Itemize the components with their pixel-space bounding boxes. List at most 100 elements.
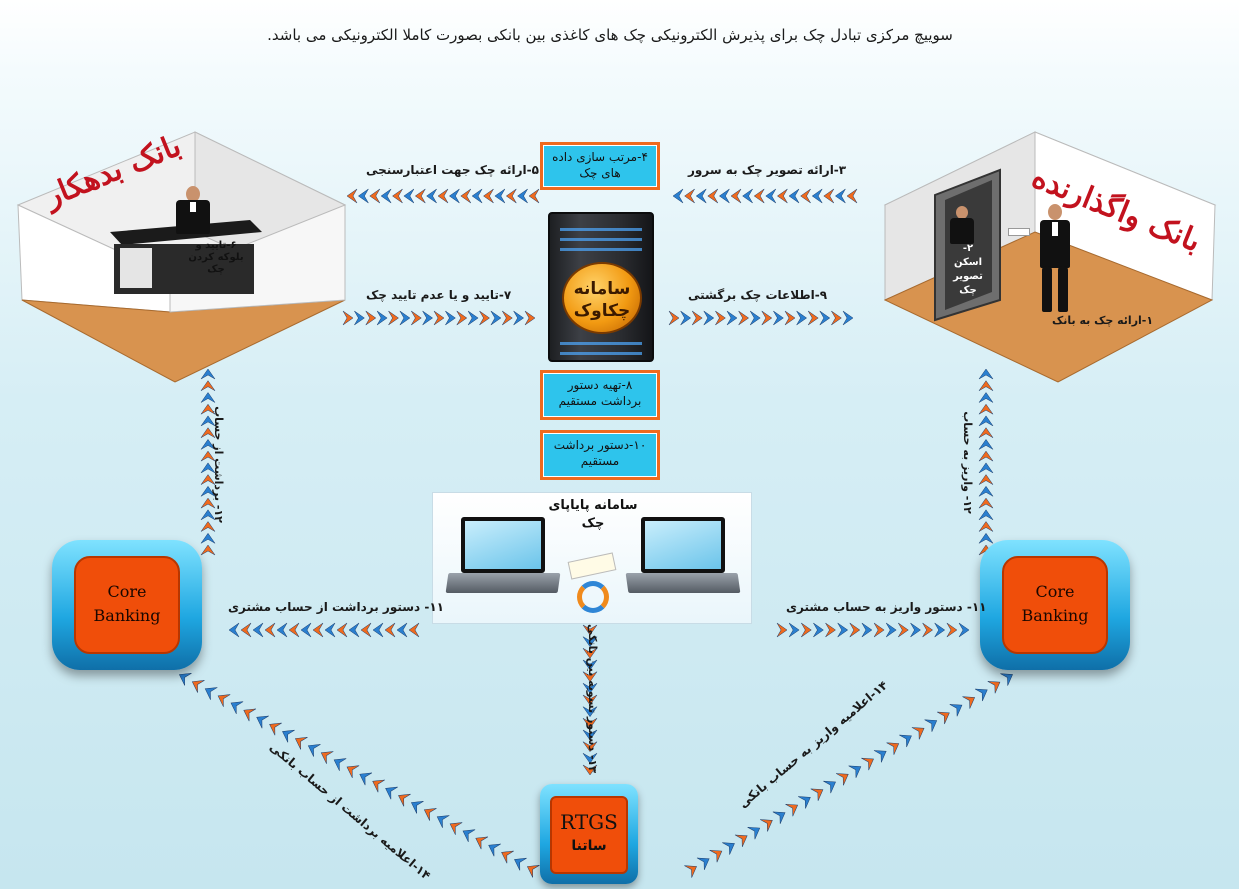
chevron-arrow-icon — [978, 392, 994, 403]
chevron-arrow-icon — [342, 310, 354, 326]
chevron-arrow-icon — [300, 622, 312, 638]
chevron-arrow-icon — [411, 310, 422, 326]
chevron-arrow-icon — [264, 622, 276, 638]
scan-note: ۲-اسکن تصویر چک — [953, 243, 983, 296]
chevron-arrow-icon — [978, 462, 994, 474]
chevron-arrow-icon — [414, 188, 426, 204]
chevron-arrow-icon — [842, 310, 854, 326]
chevron-arrow-icon — [200, 380, 216, 391]
chevron-arrow-icon — [582, 741, 598, 753]
chevron-arrow-icon — [784, 310, 796, 326]
chevron-arrow-icon — [974, 688, 988, 702]
chevron-arrow-icon — [582, 683, 598, 694]
chevron-arrow-icon — [320, 751, 334, 764]
chevron-arrow-icon — [680, 310, 692, 326]
step1-label: ۱-ارائه چک به بانک — [1052, 314, 1154, 327]
chevron-arrow-icon — [448, 188, 460, 204]
arrow-step9 — [668, 310, 854, 326]
chevron-arrow-icon — [910, 622, 921, 638]
chevron-arrow-icon — [582, 764, 598, 776]
chakavak-system-label: سامانه چکاوک — [562, 262, 642, 334]
chevron-arrow-icon — [707, 188, 719, 204]
page-title: سوییچ مرکزی تبادل چک برای پذیرش الکترونی… — [267, 26, 953, 44]
rtgs-subtitle: ساتنا — [571, 838, 607, 854]
chevron-arrow-icon — [200, 368, 216, 380]
chevron-arrow-icon — [765, 188, 777, 204]
chevron-arrow-icon — [776, 622, 788, 638]
chevron-arrow-icon — [410, 801, 424, 814]
chevron-arrow-icon — [672, 188, 684, 204]
chevron-arrow-icon — [252, 622, 264, 638]
chevron-arrow-icon — [582, 671, 598, 683]
check-image-icon — [1008, 228, 1030, 236]
person-icon — [946, 206, 980, 246]
chevron-arrow-icon — [987, 681, 1001, 694]
core-banking-left: Core Banking — [52, 540, 202, 670]
chevron-arrow-icon — [886, 742, 900, 755]
chevron-arrow-icon — [582, 636, 598, 648]
chevron-arrow-icon — [582, 648, 598, 659]
chevron-arrow-icon — [445, 310, 456, 326]
chevron-arrow-icon — [460, 188, 472, 204]
chevron-arrow-icon — [978, 485, 994, 497]
chevron-arrow-icon — [433, 310, 445, 326]
chevron-arrow-icon — [738, 310, 750, 326]
chevron-arrow-icon — [718, 188, 730, 204]
chevron-arrow-icon — [336, 622, 348, 638]
chevron-arrow-icon — [978, 368, 994, 380]
chevron-arrow-icon — [834, 188, 846, 204]
chevron-arrow-icon — [899, 734, 912, 748]
chevron-arrow-icon — [722, 842, 735, 855]
chevron-arrow-icon — [357, 188, 369, 204]
chevron-arrow-icon — [695, 188, 707, 204]
chevron-arrow-icon — [582, 729, 598, 741]
chevron-arrow-icon — [488, 843, 501, 857]
chevron-arrow-icon — [462, 829, 476, 843]
chevron-arrow-icon — [501, 850, 514, 864]
chevron-arrow-icon — [760, 819, 773, 832]
chevron-arrow-icon — [200, 485, 216, 497]
chevron-arrow-icon — [384, 622, 396, 638]
chevron-arrow-icon — [861, 622, 873, 638]
chevron-arrow-icon — [873, 622, 885, 638]
chevron-arrow-icon — [517, 188, 528, 204]
step9-label: ۹-اطلاعات چک برگشتی — [688, 288, 828, 302]
chevron-arrow-icon — [399, 310, 411, 326]
chevron-arrow-icon — [978, 380, 994, 391]
chevron-arrow-icon — [200, 427, 216, 438]
chevron-arrow-icon — [392, 188, 403, 204]
chevron-arrow-icon — [684, 188, 695, 204]
chevron-arrow-icon — [978, 474, 994, 485]
chevron-arrow-icon — [422, 310, 434, 326]
rtgs-system: RTGS ساتنا — [540, 784, 638, 884]
core-banking-left-label: Core Banking — [74, 556, 180, 654]
step11-right-label: ۱۱- دستور واریز به حساب مشتری — [786, 600, 987, 614]
chevron-arrow-icon — [978, 415, 994, 427]
chevron-arrow-icon — [861, 757, 874, 771]
step12-left-label: ۱۲- برداشت از حساب — [211, 406, 225, 523]
chevron-arrow-icon — [837, 622, 849, 638]
chevron-arrow-icon — [772, 811, 786, 824]
chevron-arrow-icon — [709, 850, 723, 863]
chevron-arrow-icon — [294, 737, 308, 750]
chevron-arrow-icon — [490, 310, 502, 326]
chevron-arrow-icon — [471, 188, 483, 204]
chevron-arrow-icon — [582, 694, 598, 706]
chevron-arrow-icon — [582, 718, 598, 729]
chevron-arrow-icon — [346, 765, 360, 779]
chevron-arrow-icon — [269, 722, 282, 736]
laptop-icon — [445, 517, 561, 595]
person-icon — [1030, 204, 1080, 316]
chevron-arrow-icon — [200, 392, 216, 403]
chevron-arrow-icon — [505, 188, 517, 204]
chevron-arrow-icon — [230, 701, 244, 715]
desk-note: ۶-تایید و بلوکه کردن چک — [188, 240, 244, 275]
chevron-arrow-icon — [696, 857, 710, 871]
chevron-arrow-icon — [846, 188, 858, 204]
chevron-arrow-icon — [200, 474, 216, 485]
arrow-step11-left — [228, 622, 420, 638]
chevron-arrow-icon — [528, 188, 540, 204]
chevron-arrow-icon — [835, 773, 849, 786]
chevron-arrow-icon — [742, 188, 753, 204]
chevron-arrow-icon — [513, 310, 525, 326]
